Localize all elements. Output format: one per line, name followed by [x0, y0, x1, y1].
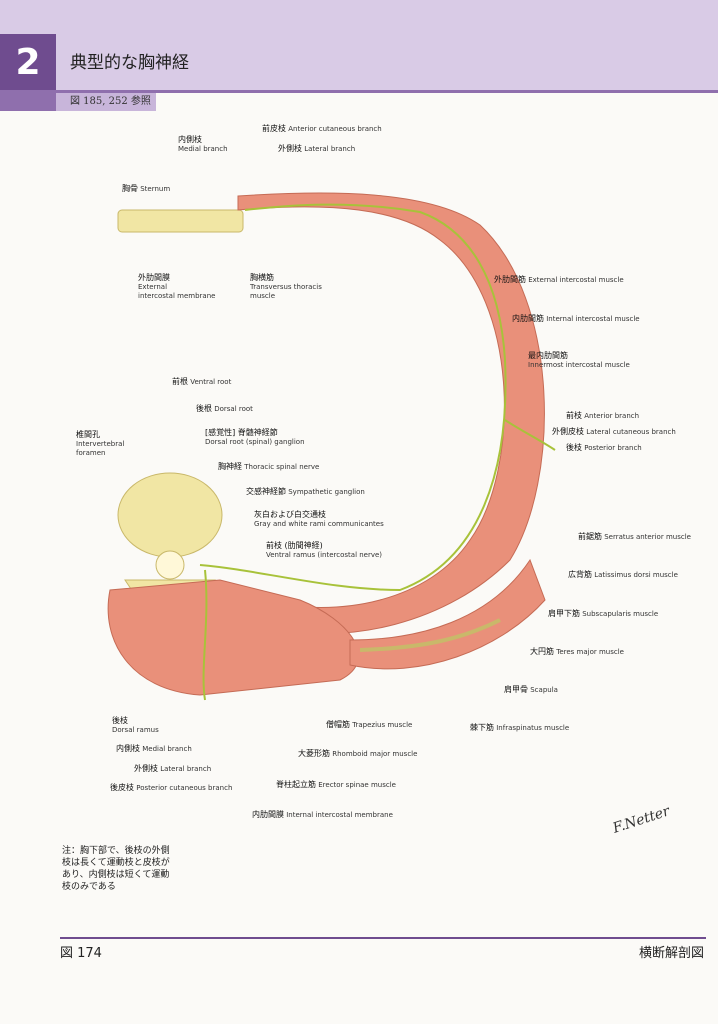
label-internal-intercostal-membrane: 内肋間膜 Internal intercostal membrane	[252, 810, 393, 819]
label-rhomboid-major: 大菱形筋 Rhomboid major muscle	[298, 749, 418, 758]
reference-tab	[0, 93, 56, 111]
label-lateral-cutaneous: 外側皮枝 Lateral cutaneous branch	[552, 427, 676, 436]
vertebral-body	[117, 472, 223, 558]
scapula-bone	[359, 618, 501, 652]
label-subscapularis: 肩甲下筋 Subscapularis muscle	[548, 609, 659, 618]
chest-wall-muscle	[237, 192, 545, 635]
section-title: 横断解剖図	[638, 946, 704, 961]
label-lateral-branch-top: 外側枝 Lateral branch	[278, 144, 356, 153]
back-muscles	[107, 579, 359, 696]
label-infraspinatus: 棘下筋 Infraspinatus muscle	[470, 723, 570, 732]
footnote: 注：胸下部で、後枝の外側 枝は長くて運動枝と皮枝が あり、内側枝は短くて運動 枝…	[62, 846, 170, 892]
lateral-cutaneous-nerve	[504, 419, 556, 451]
label-sympathetic-ganglion: 交感神経節 Sympathetic ganglion	[246, 487, 365, 496]
label-external-intercostal: 外肋間筋 External intercostal muscle	[494, 275, 624, 284]
label-serratus-anterior: 前鋸筋 Serratus anterior muscle	[578, 532, 691, 541]
label-posterior-cutaneous: 後皮枝 Posterior cutaneous branch	[110, 783, 233, 792]
footer-divider	[60, 937, 706, 939]
label-anterior-cutaneous: 前皮枝 Anterior cutaneous branch	[262, 124, 382, 133]
label-lateral-branch-bottom: 外側枝 Lateral branch	[134, 764, 212, 773]
scapula-muscles	[349, 558, 546, 670]
dorsal-ramus-nerve	[202, 569, 208, 701]
header-divider	[0, 90, 718, 93]
label-ventral-ramus: 前枝 (肋間神経)Ventral ramus (intercostal nerv…	[266, 541, 383, 559]
label-dorsal-root: 後根 Dorsal root	[196, 404, 253, 413]
label-scapula: 肩甲骨 Scapula	[504, 685, 558, 694]
label-latissimus-dorsi: 広背筋 Latissimus dorsi muscle	[568, 570, 678, 579]
label-medial-branch-bottom: 内側枝 Medial branch	[116, 744, 192, 753]
label-erector-spinae: 脊柱起立筋 Erector spinae muscle	[276, 780, 396, 789]
label-sternum: 胸骨 Sternum	[122, 184, 171, 193]
figure-number: 図 174	[60, 946, 102, 961]
figure-reference: 図 185, 252 参照	[56, 93, 156, 111]
sternum-bone	[117, 209, 244, 233]
intercostal-nerve	[199, 203, 507, 592]
label-ventral-root: 前根 Ventral root	[172, 377, 232, 386]
page-title: 典型的な胸神経	[70, 53, 189, 73]
spinal-cord	[155, 550, 185, 580]
label-anterior-branch: 前枝 Anterior branch	[566, 411, 640, 420]
label-thoracic-spinal-nerve: 胸神経 Thoracic spinal nerve	[218, 462, 320, 471]
label-teres-major: 大円筋 Teres major muscle	[530, 647, 624, 656]
label-trapezius: 僧帽筋 Trapezius muscle	[326, 720, 413, 729]
label-internal-intercostal: 内肋間筋 Internal intercostal muscle	[512, 314, 640, 323]
label-posterior-branch: 後枝 Posterior branch	[566, 443, 642, 452]
page-header	[0, 0, 718, 90]
chapter-number: 2	[0, 34, 56, 90]
